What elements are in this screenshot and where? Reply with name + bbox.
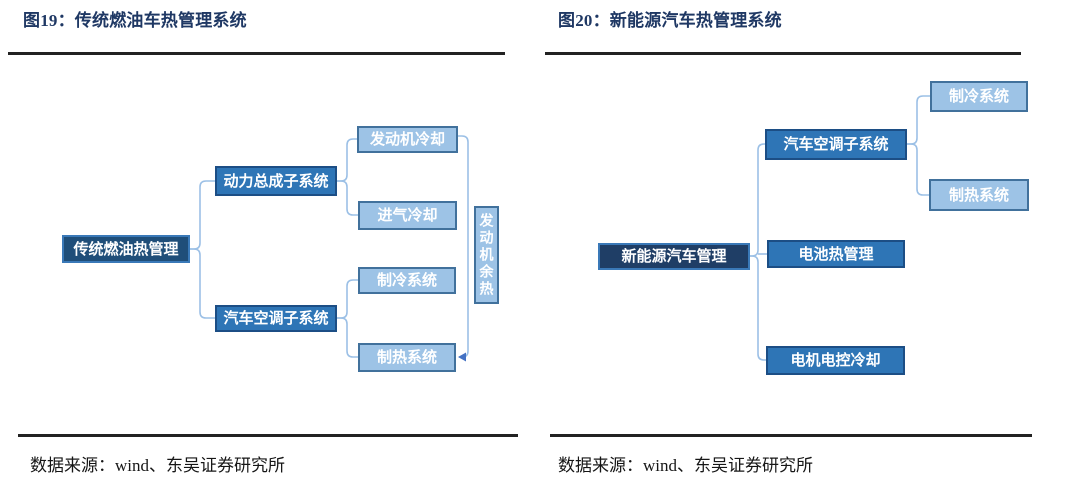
node-cooling-system-right: 制冷系统 xyxy=(930,81,1028,112)
figure-20-source: 数据来源：wind、东吴证券研究所 xyxy=(558,456,813,475)
node-auto-ac-subsystem-left: 汽车空调子系统 xyxy=(215,305,337,332)
figure-19-top-rule xyxy=(8,52,505,55)
connector-powertrain-to-intake-cooling xyxy=(337,180,358,216)
figure-20-bottom-rule xyxy=(550,434,1032,437)
figure-19-source: 数据来源：wind、东吴证券研究所 xyxy=(30,456,285,475)
connector-root-to-hvac xyxy=(190,248,215,319)
node-cooling-system-left: 制冷系统 xyxy=(358,267,456,294)
node-motor-controller-cooling: 电机电控冷却 xyxy=(766,346,905,375)
connector-hvac-to-heating xyxy=(907,143,929,196)
node-heating-system-left: 制热系统 xyxy=(358,343,456,372)
connector-waste-heat-bypass xyxy=(458,135,469,358)
node-heating-system-right: 制热系统 xyxy=(929,179,1029,211)
node-traditional-fuel-thermal-management: 传统燃油热管理 xyxy=(62,235,190,263)
connector-root-to-hvac xyxy=(750,143,765,257)
figure-19-title: 图19：传统燃油车热管理系统 xyxy=(23,11,247,30)
connector-root-to-motor xyxy=(750,255,766,361)
connector-powertrain-to-engine-cooling xyxy=(337,138,357,182)
figure-20-panel: 图20：新能源汽车热管理系统 新能源汽车管理 汽车空调子系统 电池热管理 电机电… xyxy=(545,0,1080,494)
figure-19-bottom-rule xyxy=(18,434,518,437)
connector-root-to-powertrain xyxy=(190,180,215,250)
node-auto-ac-subsystem-right: 汽车空调子系统 xyxy=(765,129,907,160)
node-battery-thermal-management: 电池热管理 xyxy=(767,240,905,268)
connector-hvac-to-heating xyxy=(337,317,358,358)
node-nev-thermal-management: 新能源汽车管理 xyxy=(598,243,750,270)
figure-20-title: 图20：新能源汽车热管理系统 xyxy=(558,11,782,30)
node-engine-waste-heat: 发动机余热 xyxy=(474,206,499,304)
connector-hvac-to-cooling xyxy=(337,279,358,319)
figure-19-connector-lines xyxy=(190,135,469,362)
figure-20-top-rule xyxy=(545,52,1021,55)
node-intake-cooling: 进气冷却 xyxy=(358,201,457,230)
waste-heat-arrowhead-icon xyxy=(458,352,466,362)
connector-hvac-to-cooling xyxy=(907,95,930,145)
figure-19-panel: 图19：传统燃油车热管理系统 传统燃油热管理 动力总成子系统 汽车空调子系统 发… xyxy=(8,0,533,494)
figure-20-connector-lines xyxy=(750,95,930,361)
node-powertrain-subsystem: 动力总成子系统 xyxy=(215,166,337,196)
node-engine-cooling: 发动机冷却 xyxy=(357,126,458,153)
